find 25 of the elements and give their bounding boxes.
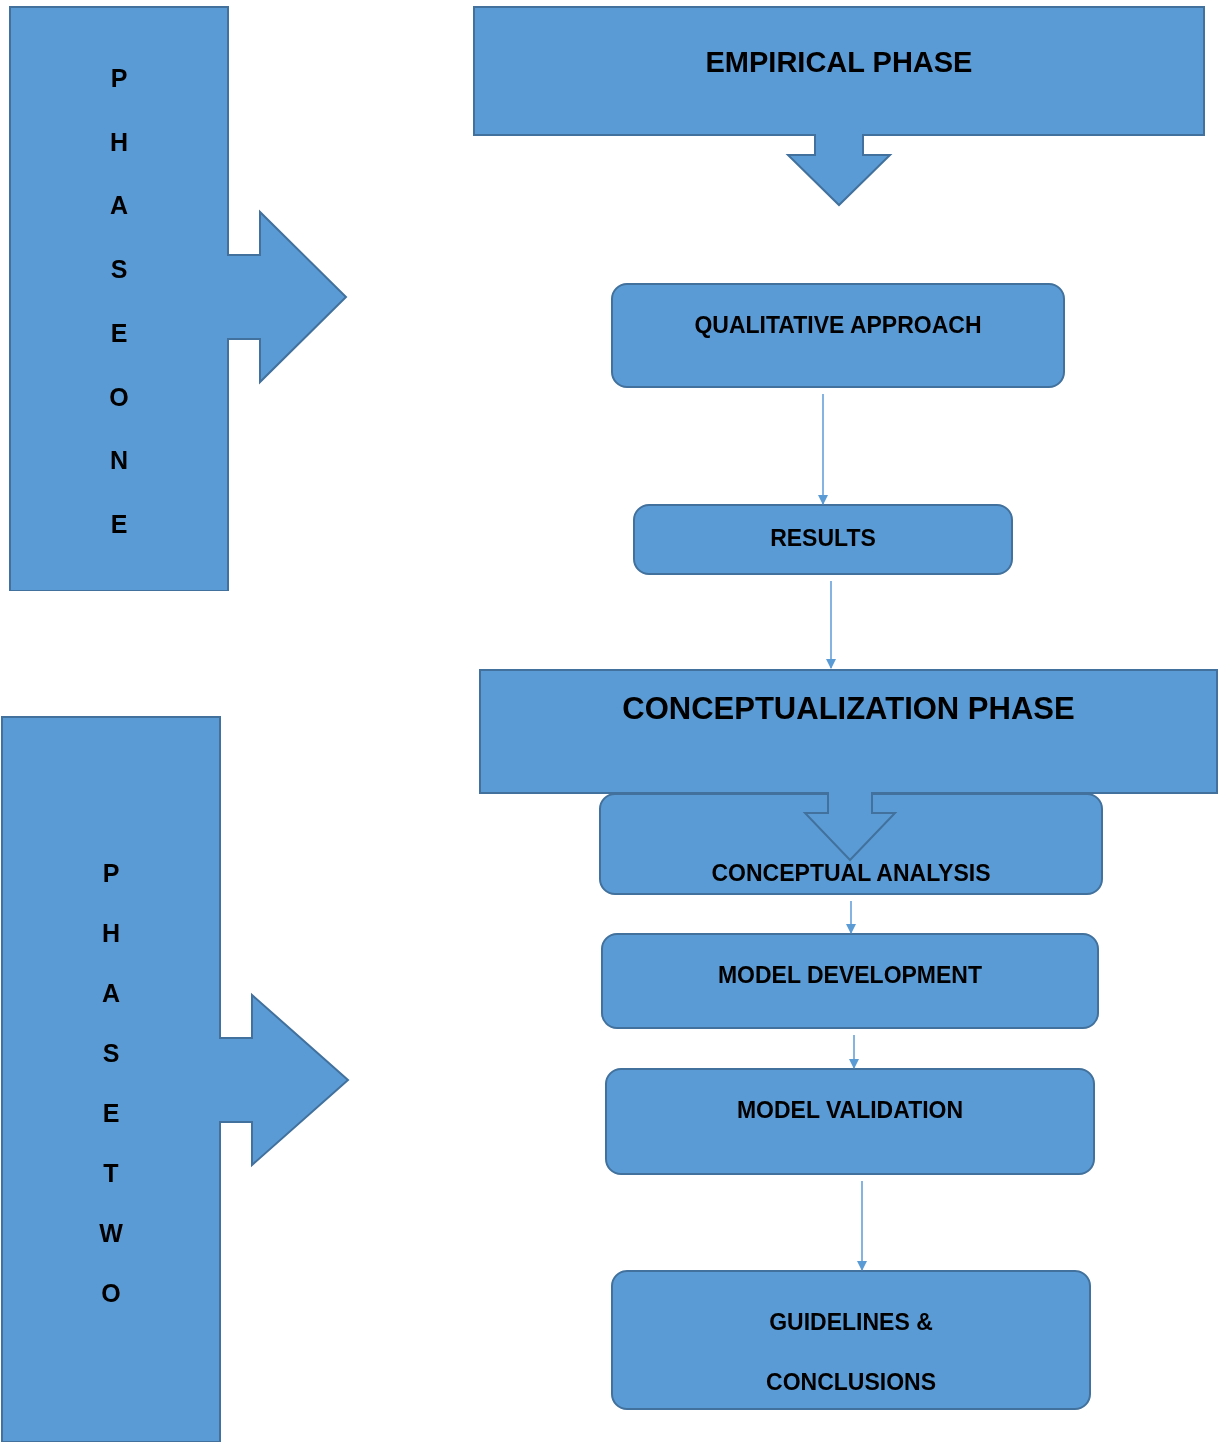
arrow <box>826 580 836 669</box>
box-label: MODEL VALIDATION <box>736 1096 964 1124</box>
process-box <box>605 1068 1095 1175</box>
vertical-label: PHASE ONE <box>108 63 130 540</box>
arrow <box>818 393 828 505</box>
box-label: GUIDELINES & CONCLUSIONS <box>765 1308 937 1397</box>
phase-header-block <box>478 668 1219 862</box>
phase-title: CONCEPTUALIZATION PHASE <box>622 690 1075 728</box>
process-box <box>601 933 1099 1029</box>
box-label: RESULTS <box>770 524 876 552</box>
arrow <box>846 900 856 934</box>
process-box <box>599 793 1103 895</box>
process-box <box>611 1270 1091 1410</box>
phase-arrow-block <box>0 715 350 1442</box>
arrow <box>849 1034 859 1069</box>
phase-header-block <box>472 5 1206 207</box>
box-label: CONCEPTUAL ANALYSIS <box>711 859 991 887</box>
vertical-label: PHASE TWO <box>98 858 124 1309</box>
phase-arrow-block <box>8 5 348 591</box>
box-label: MODEL DEVELOPMENT <box>717 961 983 989</box>
box-label: QUALITATIVE APPROACH <box>694 311 982 339</box>
phase-title: EMPIRICAL PHASE <box>705 45 973 80</box>
arrow <box>857 1180 867 1271</box>
process-box <box>611 283 1065 388</box>
process-box <box>633 504 1013 575</box>
